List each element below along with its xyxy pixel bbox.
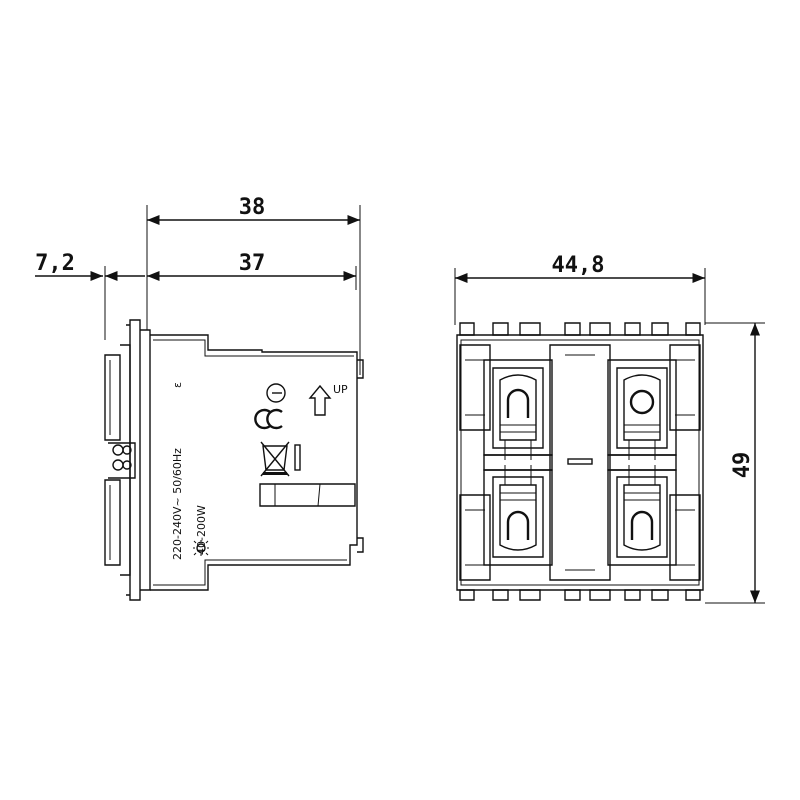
terminal-bottom-left bbox=[483, 465, 553, 566]
dimension-overall-depth: 38 bbox=[146, 195, 361, 375]
dim-label-7-2: 7,2 bbox=[35, 251, 75, 276]
front-view bbox=[456, 322, 704, 601]
bulb-icon bbox=[193, 540, 209, 556]
epsilon-marking: ε bbox=[171, 382, 184, 388]
voltage-marking: 220-240V~ 50/60Hz bbox=[171, 448, 184, 560]
dimension-front-offset: 7,2 bbox=[35, 251, 145, 340]
terminal-top-left bbox=[483, 359, 553, 460]
dimension-height: 49 bbox=[705, 322, 765, 604]
load-marking: 40-200W bbox=[195, 505, 208, 555]
dim-label-44-8: 44,8 bbox=[552, 253, 605, 278]
dimension-width: 44,8 bbox=[454, 253, 706, 325]
side-view: UP 220-240V~ 50/60Hz ε 40-200W bbox=[104, 319, 364, 601]
terminal-bottom-right bbox=[607, 465, 677, 566]
dim-label-38: 38 bbox=[239, 195, 266, 220]
dimension-body-depth: 37 bbox=[147, 251, 357, 290]
terminal-top-right bbox=[607, 359, 677, 460]
dim-label-49: 49 bbox=[730, 452, 755, 479]
up-label: UP bbox=[333, 383, 348, 396]
dim-label-37: 37 bbox=[239, 251, 266, 276]
